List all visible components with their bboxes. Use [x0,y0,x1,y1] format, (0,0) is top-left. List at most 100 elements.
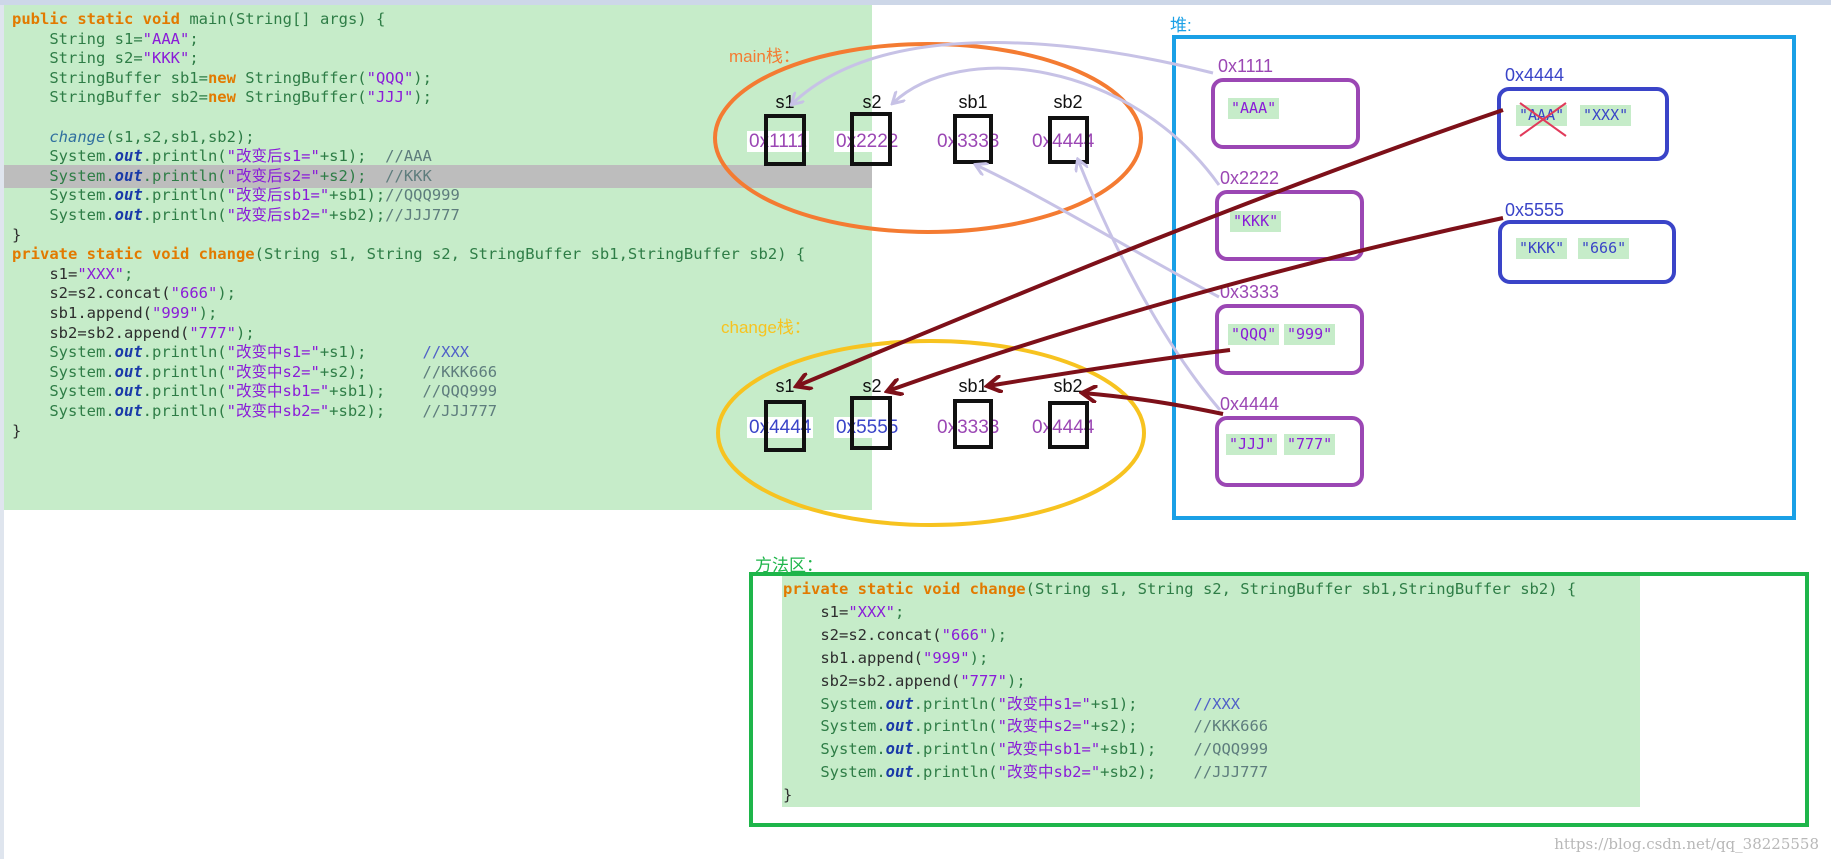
code-line: String s2="KKK"; [12,47,199,70]
code-line: System.out.println("改变后sb1="+sb1);//QQQ9… [12,184,460,207]
code-line: System.out.println("改变后sb2="+sb2);//JJJ7… [12,204,460,227]
code-token: out [114,362,143,381]
heap-object-value: "KKK" [1516,238,1568,259]
code-token: "改变后sb1=" [226,186,330,205]
code-token: .println( [142,402,227,420]
arrow-heap-new4444-to-change-s1 [797,108,1504,386]
code-token: "666" [170,284,218,303]
code-line: System.out.println("改变中s1="+s1); //XXX [12,341,469,364]
code-token: "777" [960,671,1007,690]
code-token: out [114,147,143,166]
code-token: +sb1); [329,186,386,205]
code-token: public static void [12,10,190,28]
code-line: } [12,420,21,443]
highlighted-line [4,164,872,188]
code-token: //JJJ777 [385,206,460,224]
code-token: out [114,186,143,205]
code-token: "改变中s1=" [997,694,1091,713]
arrow-heap-2222-to-main-s2 [893,66,1221,186]
stack-var-address: 0x4444 [1030,131,1097,153]
code-line: StringBuffer sb2=new StringBuffer("JJJ")… [12,86,432,109]
stack-var-address-text: 0x4444 [1030,417,1097,438]
code-token: "改变中sb1=" [997,740,1101,759]
heap-object-address: 0x3333 [1220,282,1280,302]
stack-var-address: 0x3333 [935,417,1002,439]
code-line: s1="XXX"; [783,601,904,624]
code-token: s2=s2.concat( [820,625,942,644]
code-token: //KKK666 [422,362,498,381]
code-token: System. [820,717,886,736]
change-slot-sb2 [1048,401,1089,449]
stack-var-address-text: 0x4444 [1030,131,1097,152]
code-token: "改变中s2=" [226,362,320,381]
heap-object-value: "AAA" [1228,98,1280,119]
code-token: "666" [941,625,989,644]
code-token: .println( [913,763,998,782]
code-line: sb2=sb2.append("777"); [783,670,1025,693]
code-token: "改变中sb1=" [226,382,330,401]
code-line: private static void change(String s1, St… [783,578,1576,601]
stack-var-address: 0x3333 [935,131,1002,153]
stack-var-name: sb1 [958,376,988,396]
code-token: StringBuffer sb2= [49,88,208,107]
code-line: System.out.println("改变中sb2="+sb2); //JJJ… [12,400,497,423]
stack-var-name: sb2 [1053,92,1083,112]
code-token: "XXX" [77,264,124,283]
change-slot-s1 [764,400,806,452]
heap-box-0x2222 [1215,190,1364,261]
arrow-heap-4444-to-main-sb2 [1078,160,1222,411]
code-token: +s2); [319,166,386,185]
code-token: ); [235,323,255,342]
code-token: ); [217,284,236,303]
code-token: "JJJ" [366,88,414,107]
code-token: ; [895,602,905,621]
code-token: } [12,421,22,440]
code-token: out [114,343,143,362]
code-token: //QQQ999 [422,382,498,401]
crossed-out-mark [1519,102,1567,137]
code-token: "改变后s2=" [226,166,320,185]
code-token: new [207,68,246,87]
code-line: System.out.println("改变后s1="+s1); //AAA [12,145,432,168]
code-token: System. [49,206,115,224]
code-token: ; [124,264,134,283]
code-token: s2=s2.concat( [49,284,171,303]
code-token: (String s1, String s2, StringBuffer sb1,… [254,245,806,264]
code-token: out [885,763,914,782]
code-line: } [12,224,21,247]
heap-label: 堆: [1170,16,1192,35]
heap-object-value: "XXX" [1580,105,1632,126]
code-token: //QQQ999 [385,186,460,205]
heap-object-boxes [1211,78,1676,487]
code-token: "777" [189,323,236,342]
code-token: sb2=sb2.append( [49,323,190,342]
code-token: +s1); [319,147,386,166]
code-token: change [969,580,1026,598]
code-token: +s1); [1090,694,1194,713]
change-stack-label: change栈： [721,318,811,337]
method-area-region [749,572,1809,827]
code-token: "AAA" [142,29,190,48]
main-code-panel: public static void main(String[] args) {… [4,5,872,510]
code-token: "改变中s2=" [997,717,1091,736]
stack-var-address: 0x4444 [1030,417,1097,439]
code-line: String s1="AAA"; [12,28,198,51]
window-top-edge [0,0,1831,5]
code-token: s1= [820,602,849,621]
code-token: ; [189,49,199,68]
code-token: out [114,166,143,185]
code-token: +s1); [319,343,423,362]
code-token: private static void [783,580,970,598]
heap-object-value: "KKK" [1230,211,1282,232]
code-token: System. [820,694,886,713]
code-token: .println( [142,206,227,224]
code-token: "999" [151,304,199,322]
code-line: s1="XXX"; [12,263,133,286]
code-line: public static void main(String[] args) { [12,8,385,31]
stack-var-address: 0x1111 [747,131,810,153]
code-token: String s2= [49,49,143,68]
code-token: +sb2); [1100,763,1194,782]
stack-var-name: sb2 [1053,376,1083,396]
code-token: System. [49,166,115,185]
